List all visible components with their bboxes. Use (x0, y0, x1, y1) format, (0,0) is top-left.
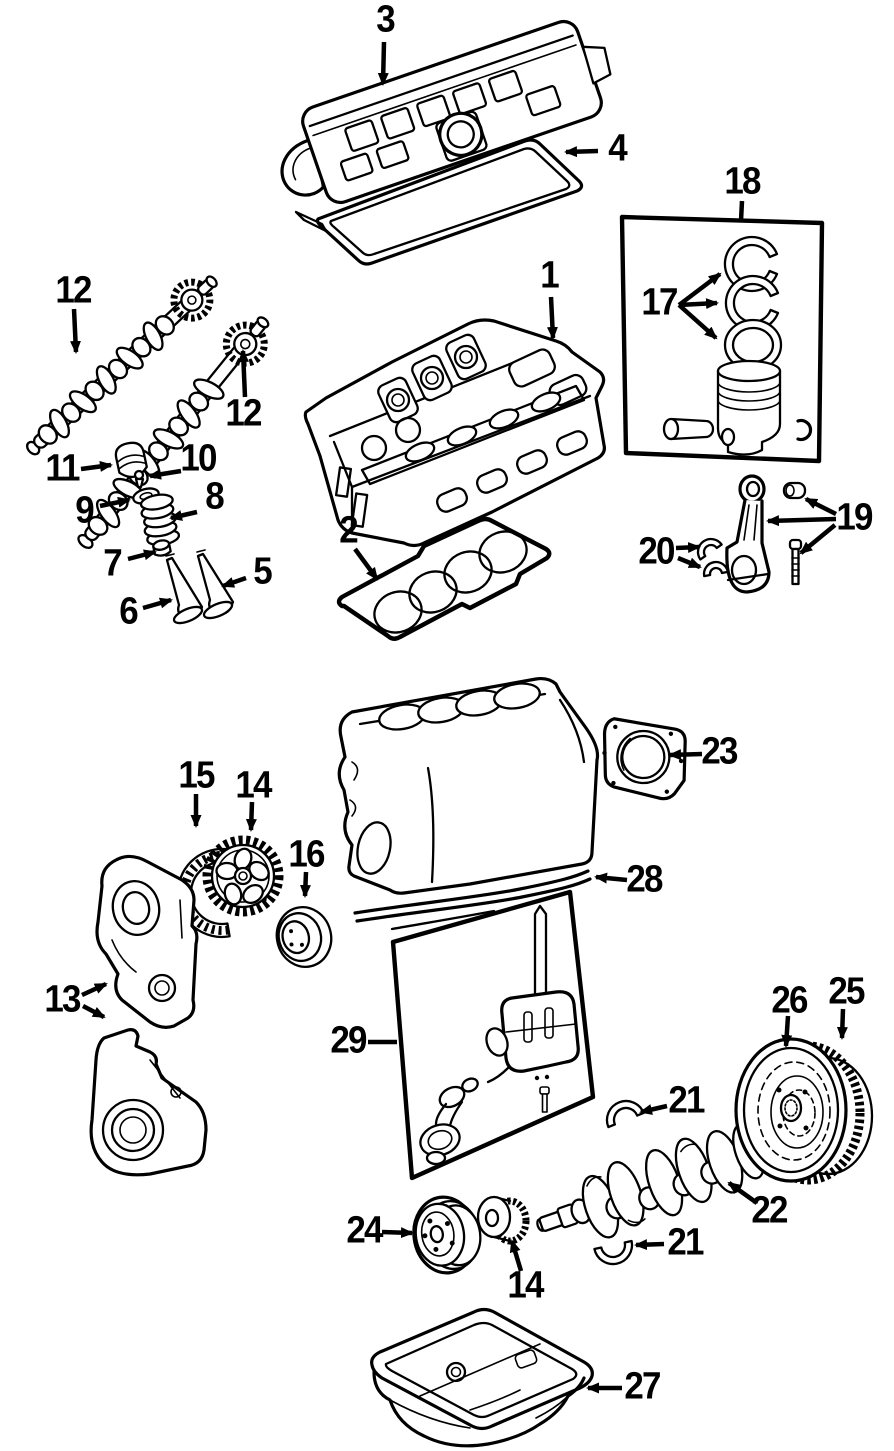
rod-bolt-drawing (788, 538, 803, 586)
crank-sprocket-drawing (476, 1195, 530, 1245)
callout-valve-left: 6 (119, 590, 138, 633)
callout-camshaft-2: 12 (225, 392, 262, 435)
callout-piston-kit: 18 (724, 160, 761, 203)
callout-main-bearing-lower: 21 (667, 1221, 704, 1264)
block-gasket-drawing (353, 869, 592, 931)
valve-right-drawing (196, 549, 235, 620)
callout-oil-pump: 29 (330, 1019, 367, 1062)
callout-pulley: 16 (288, 833, 325, 876)
callout-main-bearing-upper: 21 (668, 1079, 705, 1122)
callout-timing-covers: 13 (44, 978, 81, 1021)
callout-seal-retainer: 23 (701, 730, 738, 773)
oil-pan-drawing (370, 1307, 594, 1448)
seal-retainer-drawing (602, 717, 687, 801)
callout-valve-cover-gasket: 4 (608, 127, 627, 170)
main-bearing-lower-drawing (593, 1239, 634, 1266)
callout-camshaft-1: 12 (55, 269, 92, 312)
callout-valve-keeper: 10 (180, 437, 217, 480)
callout-cylinder-head: 1 (540, 254, 559, 297)
callout-timing-belt: 15 (178, 754, 215, 797)
callout-oil-pan: 27 (624, 1365, 661, 1408)
timing-cover-lower-drawing (89, 1028, 208, 1177)
callout-block-gasket: 28 (626, 858, 663, 901)
valve-spring-drawing (139, 493, 181, 547)
valve-cover-drawing (280, 19, 612, 205)
piston-kit-box-drawing (619, 214, 825, 464)
piston-rings-drawing (723, 235, 783, 372)
piston-drawing (716, 359, 782, 456)
flywheel-drawing (734, 1037, 874, 1185)
callout-flywheel: 25 (828, 970, 865, 1013)
engine-block-drawing (337, 676, 600, 895)
valve-seal-drawing (152, 539, 172, 557)
callout-valve-lifter: 11 (45, 447, 80, 490)
crank-pulley-drawing (412, 1195, 482, 1275)
connecting-rod-drawing (696, 474, 807, 594)
valve-left-drawing (165, 553, 204, 625)
callout-crank-sprocket: 14 (507, 1264, 544, 1307)
callout-valve-seal: 7 (103, 542, 122, 585)
pulley-drawing (275, 906, 333, 968)
valve-cover-gasket-drawing (294, 138, 584, 266)
head-gasket-drawing (336, 516, 552, 641)
main-bearing-upper-drawing (605, 1099, 645, 1129)
cam-sprocket-drawing (202, 835, 284, 917)
rod-bearings-drawing (696, 537, 729, 578)
callout-spring-retainer: 9 (75, 489, 94, 532)
callout-rod-bearings: 20 (638, 530, 675, 573)
callout-connecting-rod: 19 (836, 496, 873, 539)
oil-pump-drawing (419, 904, 580, 1166)
callout-head-gasket: 2 (339, 509, 358, 552)
callout-valve-cover: 3 (376, 0, 395, 41)
callout-cam-sprocket: 14 (235, 764, 272, 807)
oil-pump-box-drawing (390, 889, 596, 1181)
callout-piston-rings: 17 (641, 281, 678, 324)
timing-cover-upper-drawing (95, 854, 199, 1029)
callout-valve-right: 5 (253, 550, 272, 593)
callout-crankshaft: 22 (751, 1189, 788, 1232)
wrist-pin-drawing (662, 417, 715, 441)
valve-lifter-drawing (114, 441, 148, 479)
callout-valve-spring: 8 (205, 475, 224, 518)
valve-keeper-drawing (133, 469, 145, 489)
camshaft-1-drawing (25, 275, 218, 456)
callout-crank-pulley: 24 (346, 1209, 383, 1252)
cylinder-head-drawing (303, 318, 606, 548)
callout-ring-gear: 26 (771, 979, 808, 1022)
callout-arrows (69, 41, 848, 1394)
pin-clip-drawing (796, 418, 813, 442)
